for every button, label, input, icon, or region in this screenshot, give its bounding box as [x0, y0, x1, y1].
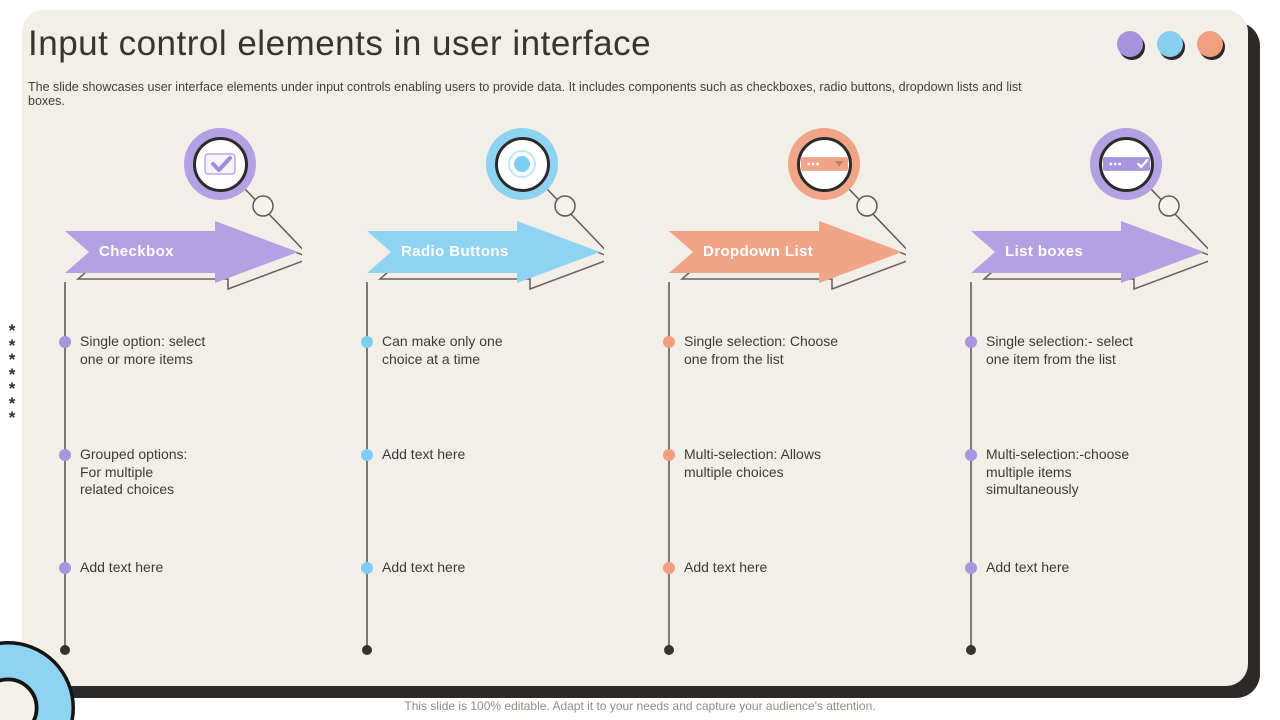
bullet-dot [965, 562, 977, 574]
bullet-dot [965, 449, 977, 461]
column-artwork [664, 188, 906, 655]
magnifier-circle [788, 128, 860, 200]
list-item: Single selection:- select one item from … [986, 333, 1134, 367]
list-item: Single option: select one or more items [80, 333, 206, 367]
list-item: Grouped options: For multiple related ch… [80, 446, 188, 497]
magnifier-circle [184, 128, 256, 200]
footer-note: This slide is 100% editable. Adapt it to… [404, 699, 876, 713]
slide-canvas [22, 10, 1248, 686]
header-dot-purple [1117, 31, 1143, 57]
column-artwork [362, 188, 604, 655]
magnifier-handle-ring [856, 195, 878, 217]
magnifier-circle [1090, 128, 1162, 200]
list-item: Multi-selection: Allows multiple choices [684, 446, 821, 480]
column-title: Radio Buttons [401, 243, 509, 260]
checkbox-icon [204, 153, 236, 175]
column-title: Dropdown List [703, 243, 814, 260]
corner-donut-decoration [0, 641, 75, 720]
listbox-field-icon [1102, 157, 1150, 171]
magnifier-lens [796, 136, 852, 192]
column-artwork [966, 188, 1208, 655]
page-subtitle: The slide showcases user interface eleme… [28, 80, 1022, 108]
list-item: Can make only one choice at a time [382, 333, 503, 367]
bullet-dot [361, 562, 373, 574]
bullet-dot [361, 449, 373, 461]
bullet-dot [59, 562, 71, 574]
magnifier-lens [1098, 136, 1154, 192]
bullet-dot [361, 336, 373, 348]
asterisk-decoration: * * * * * * * [8, 321, 16, 427]
timeline-end-dot [60, 645, 70, 655]
arrow-banner-shape [65, 221, 298, 283]
magnifier-circle [486, 128, 558, 200]
column-radio-buttons: Radio Buttons Can make only one choice a… [302, 0, 604, 720]
page-title: Input control elements in user interface [28, 24, 652, 63]
timeline-end-dot [362, 645, 372, 655]
timeline-end-dot [664, 645, 674, 655]
radio-button-icon [508, 150, 536, 178]
dropdown-field-icon [800, 157, 848, 171]
magnifier-handle-ring [1158, 195, 1180, 217]
add-text-placeholder[interactable]: Add text here [986, 559, 1070, 575]
add-text-placeholder[interactable]: Add text here [80, 559, 164, 575]
column-title: Checkbox [99, 243, 174, 260]
bullet-dot [663, 449, 675, 461]
column-list-boxes: List boxes Single selection:- select one… [906, 0, 1208, 720]
header-dot-salmon [1197, 31, 1223, 57]
magnifier-lens [192, 136, 248, 192]
column-title: List boxes [1005, 243, 1084, 260]
magnifier-lens [494, 136, 550, 192]
arrow-banner-shape [367, 221, 600, 283]
header-dot-blue [1157, 31, 1183, 57]
bullet-dot [663, 562, 675, 574]
list-item: Multi-selection:-choose multiple items s… [986, 446, 1130, 497]
add-text-placeholder[interactable]: Add text here [382, 446, 466, 462]
add-text-placeholder[interactable]: Add text here [382, 559, 466, 575]
magnifier-handle-ring [554, 195, 576, 217]
timeline-end-dot [966, 645, 976, 655]
column-dropdown-list: Dropdown List Single selection: Choose o… [604, 0, 906, 720]
add-text-placeholder[interactable]: Add text here [684, 559, 768, 575]
list-item: Single selection: Choose one from the li… [684, 333, 839, 367]
arrow-banner-shape [669, 221, 902, 283]
bullet-dot [965, 336, 977, 348]
bullet-dot [59, 336, 71, 348]
bullet-dot [663, 336, 675, 348]
column-checkbox: Checkbox Single option: select one or mo… [0, 0, 302, 720]
arrow-banner-shape [971, 221, 1204, 283]
bullet-dot [59, 449, 71, 461]
magnifier-handle-ring [252, 195, 274, 217]
